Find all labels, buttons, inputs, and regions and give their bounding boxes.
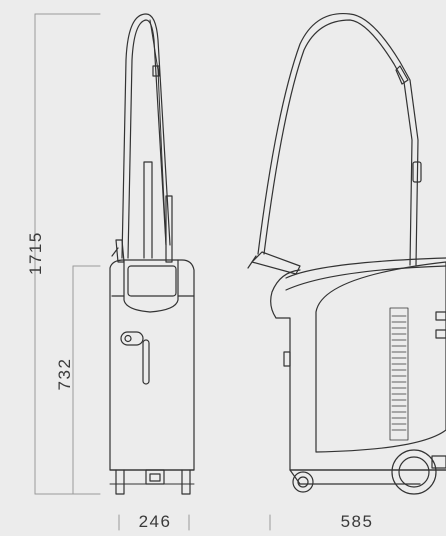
front-handpiece bbox=[115, 239, 125, 263]
side-arm-joint bbox=[395, 65, 409, 85]
side-rear-wheel bbox=[391, 449, 437, 495]
front-width-label: 246 bbox=[138, 512, 172, 531]
side-handle bbox=[283, 351, 291, 367]
side-arm-clip bbox=[412, 161, 422, 183]
front-left-wheel bbox=[115, 469, 125, 495]
front-oval-dot bbox=[124, 334, 132, 343]
front-holder bbox=[165, 195, 173, 263]
side-front-wheel-hub bbox=[297, 476, 309, 488]
front-arm-inner bbox=[127, 19, 167, 259]
side-base-skirt bbox=[289, 469, 421, 485]
front-handpiece-tip bbox=[111, 247, 119, 257]
front-connector-port bbox=[149, 473, 161, 482]
front-connector bbox=[145, 469, 165, 485]
side-rear-fitting-1 bbox=[435, 311, 446, 321]
side-front-wheel bbox=[292, 471, 314, 493]
front-cable-clip bbox=[152, 65, 160, 77]
front-right-wheel bbox=[181, 469, 191, 495]
front-view bbox=[109, 13, 195, 495]
front-slot bbox=[142, 339, 150, 385]
side-arm-outer bbox=[257, 12, 419, 266]
dimension-lines bbox=[34, 13, 271, 531]
side-vent-frame bbox=[389, 307, 409, 441]
front-oval-button bbox=[120, 331, 144, 346]
side-rear-wheel-hub bbox=[398, 456, 430, 488]
base-height-label: 732 bbox=[55, 357, 74, 391]
side-handpiece-tip bbox=[247, 255, 257, 269]
side-body-panel bbox=[315, 261, 446, 453]
front-cable bbox=[149, 19, 167, 246]
side-arm-inner bbox=[263, 19, 413, 266]
side-depth-label: 585 bbox=[340, 512, 374, 531]
side-vent-grille bbox=[389, 307, 409, 441]
side-rear-connector bbox=[431, 455, 446, 469]
side-body-front bbox=[270, 269, 446, 471]
side-view bbox=[247, 12, 446, 495]
side-handpiece bbox=[251, 251, 301, 275]
front-pole bbox=[143, 161, 153, 259]
front-body bbox=[109, 259, 195, 471]
front-screen-bezel bbox=[123, 259, 179, 313]
side-body-top bbox=[285, 257, 446, 279]
side-body-top-inner bbox=[285, 265, 446, 291]
front-screen bbox=[127, 265, 177, 297]
side-rear-fitting-2 bbox=[435, 329, 446, 339]
total-height-label: 1715 bbox=[26, 231, 45, 275]
front-arm-outer bbox=[121, 13, 171, 259]
